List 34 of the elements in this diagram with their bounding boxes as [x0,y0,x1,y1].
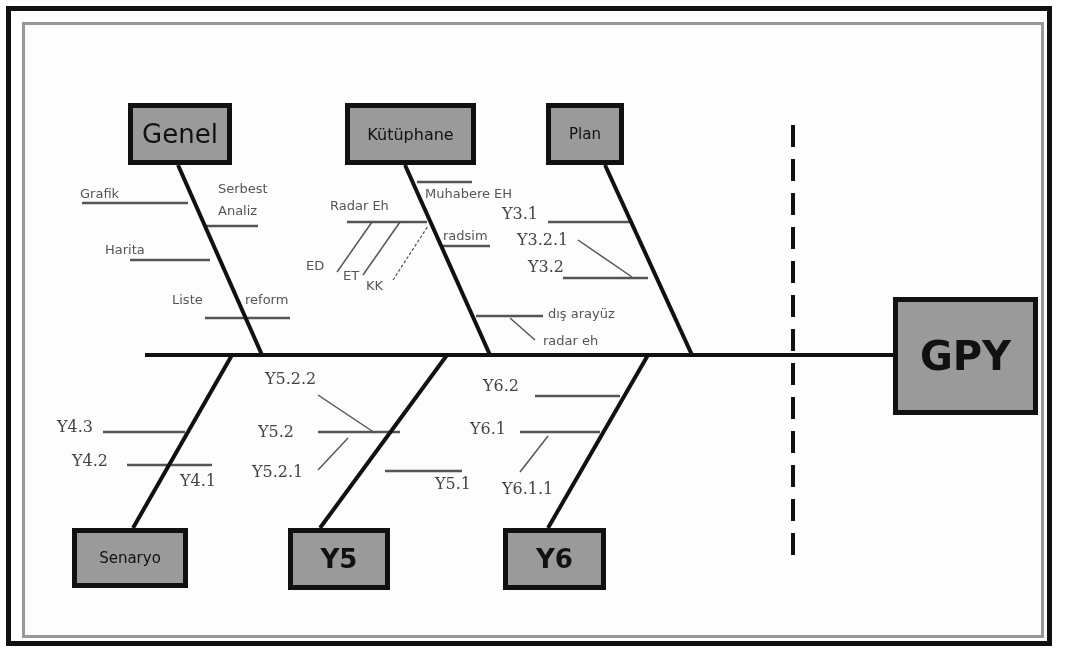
cause-label: Grafik [80,186,120,202]
category-box: Y6 [503,528,606,590]
cause-label: Y4.1 [180,472,216,490]
category-box: Genel [128,103,232,165]
category-box: Senaryo [72,528,188,588]
cause-label: Y4.3 [57,418,93,436]
cause-label: radar eh [543,333,599,349]
category-box: Y5 [288,528,390,590]
cause-label: dış arayüz [548,306,615,322]
cause-label: Y3.2.1 [517,231,569,249]
cause-label: Muhabere EH [425,186,513,202]
cause-label: Y5.2.1 [252,463,304,481]
cause-label: reform [245,292,289,308]
cause-label: Serbest Analiz [218,180,269,220]
cause-label: Y5.2.2 [265,370,317,388]
cause-label: Y4.2 [72,452,108,470]
cause-label: ED [306,258,325,274]
cause-label: Radar Eh [330,198,389,214]
cause-label: Y5.2 [258,423,294,441]
cause-label: Y5.1 [435,475,471,493]
cause-label: Harita [105,242,145,258]
cause-label: ET [343,268,360,284]
category-box: Plan [546,103,624,165]
cause-label: radsim [443,228,488,244]
cause-label: Y3.2 [528,258,564,276]
bone-line [546,353,893,529]
cause-label: Y6.2 [483,377,519,395]
cause-label: Y3.1 [502,205,538,223]
cause-label: Y6.1.1 [502,480,554,498]
category-box: Kütüphane [345,103,476,165]
cause-label: KK [366,278,384,294]
cause-label: Y6.1 [470,420,506,438]
cause-label: Liste [172,292,203,308]
effect-box: GPY [893,297,1038,415]
